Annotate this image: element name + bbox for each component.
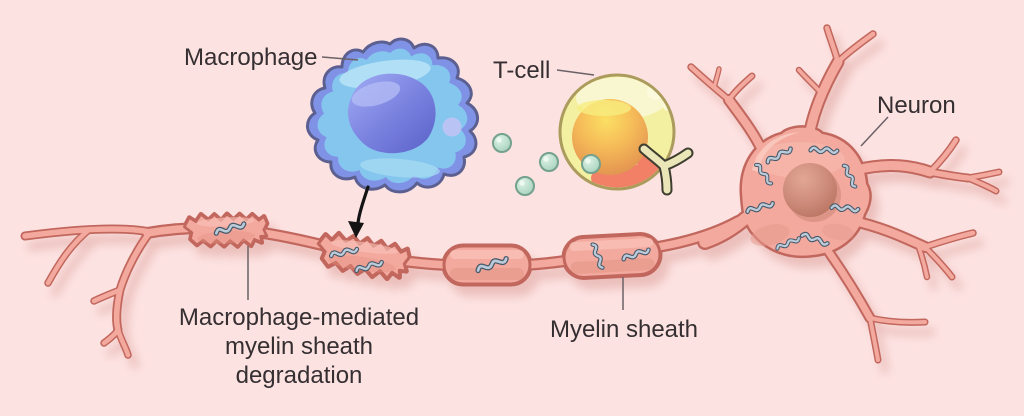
macrophage-label: Macrophage: [184, 44, 318, 71]
pointer-lines: [247, 56, 889, 310]
cytokine-particle: [581, 154, 601, 174]
t-cell-label: T-cell: [493, 57, 551, 84]
cytokine-particles: [492, 133, 601, 196]
macrophage-vesicle: [442, 117, 462, 137]
t-cell-receptor-icon: [638, 143, 694, 196]
cytokine-particle: [492, 133, 512, 153]
myelin-sheath-segment-2: [562, 233, 662, 279]
macrophage-cell: [306, 37, 479, 194]
neuron-pointer-line: [860, 116, 889, 147]
degraded-myelin-segment-1: [182, 209, 270, 251]
axon-hillock: [699, 212, 752, 248]
neuron-label: Neuron: [877, 92, 956, 119]
degradation-label: Macrophage-mediated myelin sheath degrad…: [178, 304, 420, 389]
t-cell-pointer-line: [556, 69, 595, 76]
cytokine-particle: [539, 152, 559, 172]
macrophage-attack-arrow-icon: [348, 185, 370, 238]
axon-terminals: [22, 226, 153, 358]
neuron-soma-interior: [747, 132, 858, 250]
dendrites: [688, 25, 1001, 362]
myelin-sheath-label: Myelin sheath: [549, 316, 699, 343]
degraded-myelin-segment-2: [313, 229, 413, 283]
neuron-nucleus: [783, 163, 837, 217]
cytokine-particle: [515, 176, 535, 196]
t-cell: [558, 73, 694, 196]
macrophage-pointer-line: [321, 56, 359, 61]
